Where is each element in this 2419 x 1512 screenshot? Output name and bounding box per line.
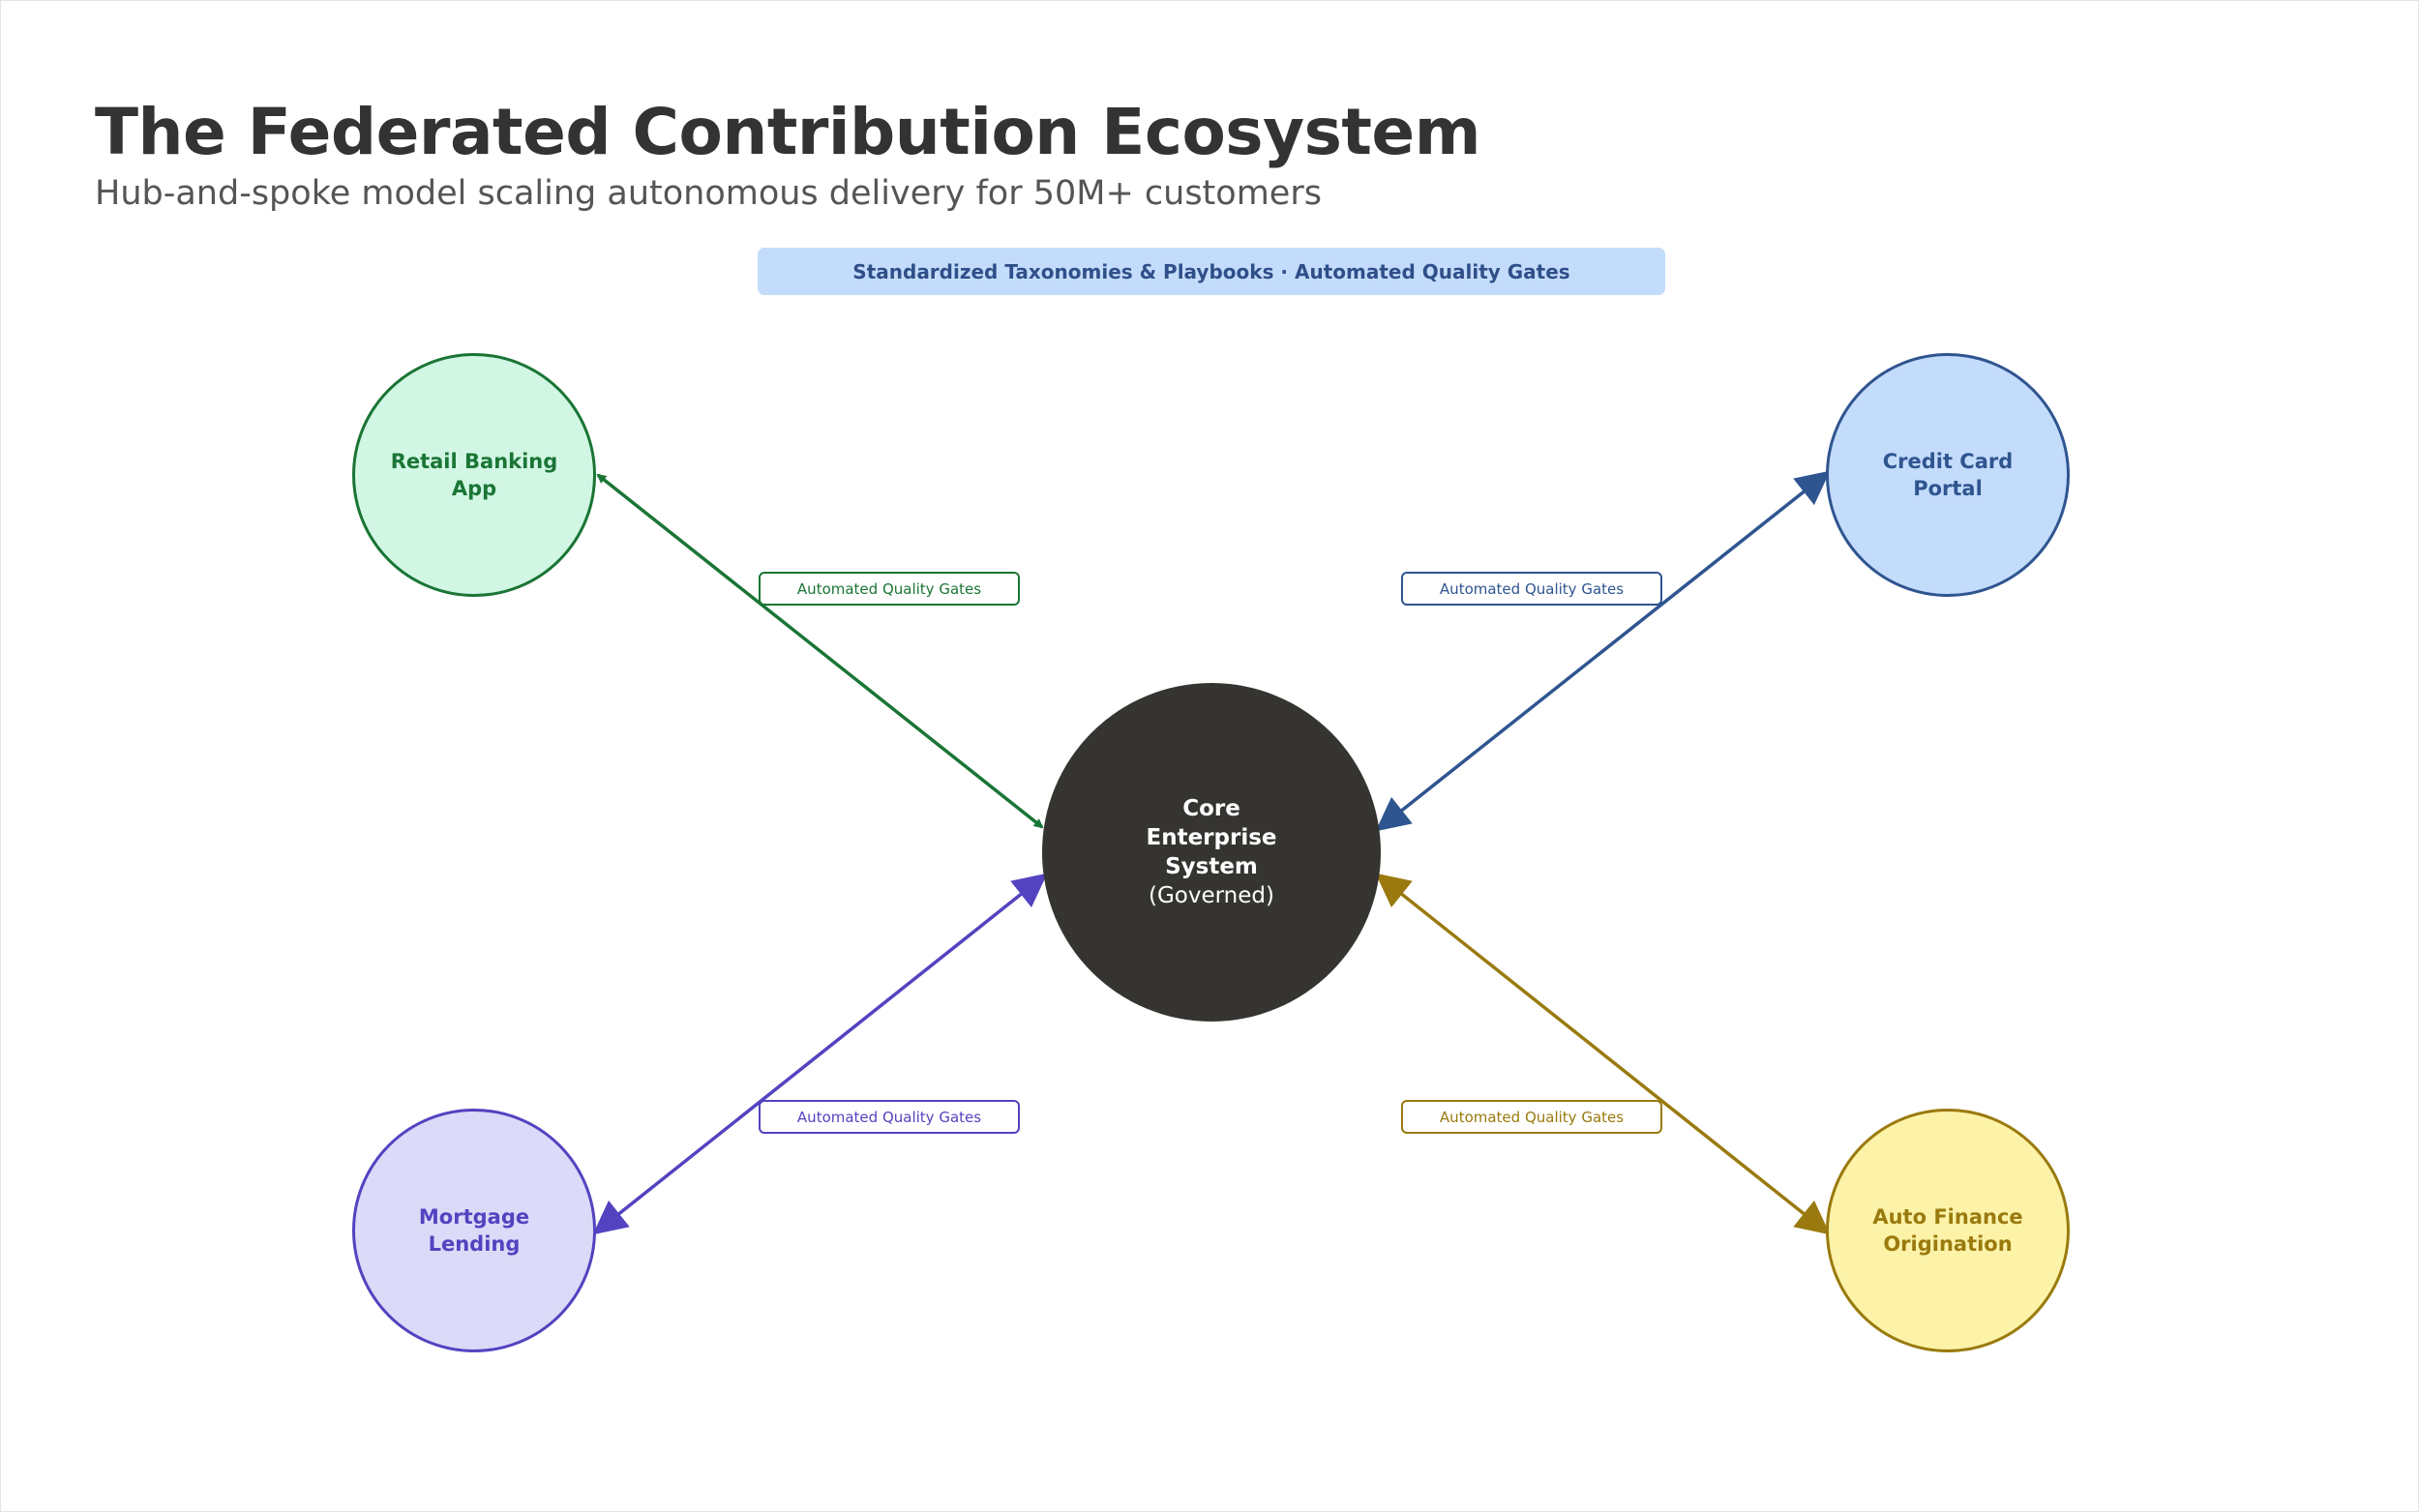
spoke-label-credit: Credit Card Portal (1882, 450, 2014, 500)
quality-gate-mortgage: Automated Quality Gates (759, 1100, 1020, 1134)
spoke-label-mortgage: Mortgage Lending (418, 1205, 530, 1256)
spoke-node-auto: Auto Finance Origination (1826, 1109, 2070, 1352)
quality-gate-retail: Automated Quality Gates (759, 572, 1020, 606)
connector-credit (1375, 470, 1831, 832)
spoke-label-retail: Retail Banking App (390, 450, 558, 500)
quality-gate-credit: Automated Quality Gates (1401, 572, 1662, 606)
standards-banner-text: Standardized Taxonomies & Playbooks · Au… (852, 259, 1570, 283)
connector-mortgage (592, 873, 1048, 1235)
page-title: The Federated Contribution Ecosystem (95, 95, 1480, 169)
spoke-node-credit: Credit Card Portal (1826, 353, 2070, 597)
quality-gate-auto: Automated Quality Gates (1401, 1100, 1662, 1134)
hub-node: Core Enterprise System (Governed) (1042, 683, 1381, 1022)
hub-label: Core Enterprise System (1146, 796, 1277, 879)
connector-auto (1375, 873, 1831, 1235)
spoke-label-auto: Auto Finance Origination (1872, 1205, 2023, 1256)
connector-retail (596, 473, 1044, 829)
spoke-node-mortgage: Mortgage Lending (352, 1109, 596, 1352)
page-subtitle: Hub-and-spoke model scaling autonomous d… (95, 174, 1322, 213)
standards-banner: Standardized Taxonomies & Playbooks · Au… (758, 248, 1665, 295)
hub-sublabel: (Governed) (1149, 883, 1274, 908)
spoke-node-retail: Retail Banking App (352, 353, 596, 597)
